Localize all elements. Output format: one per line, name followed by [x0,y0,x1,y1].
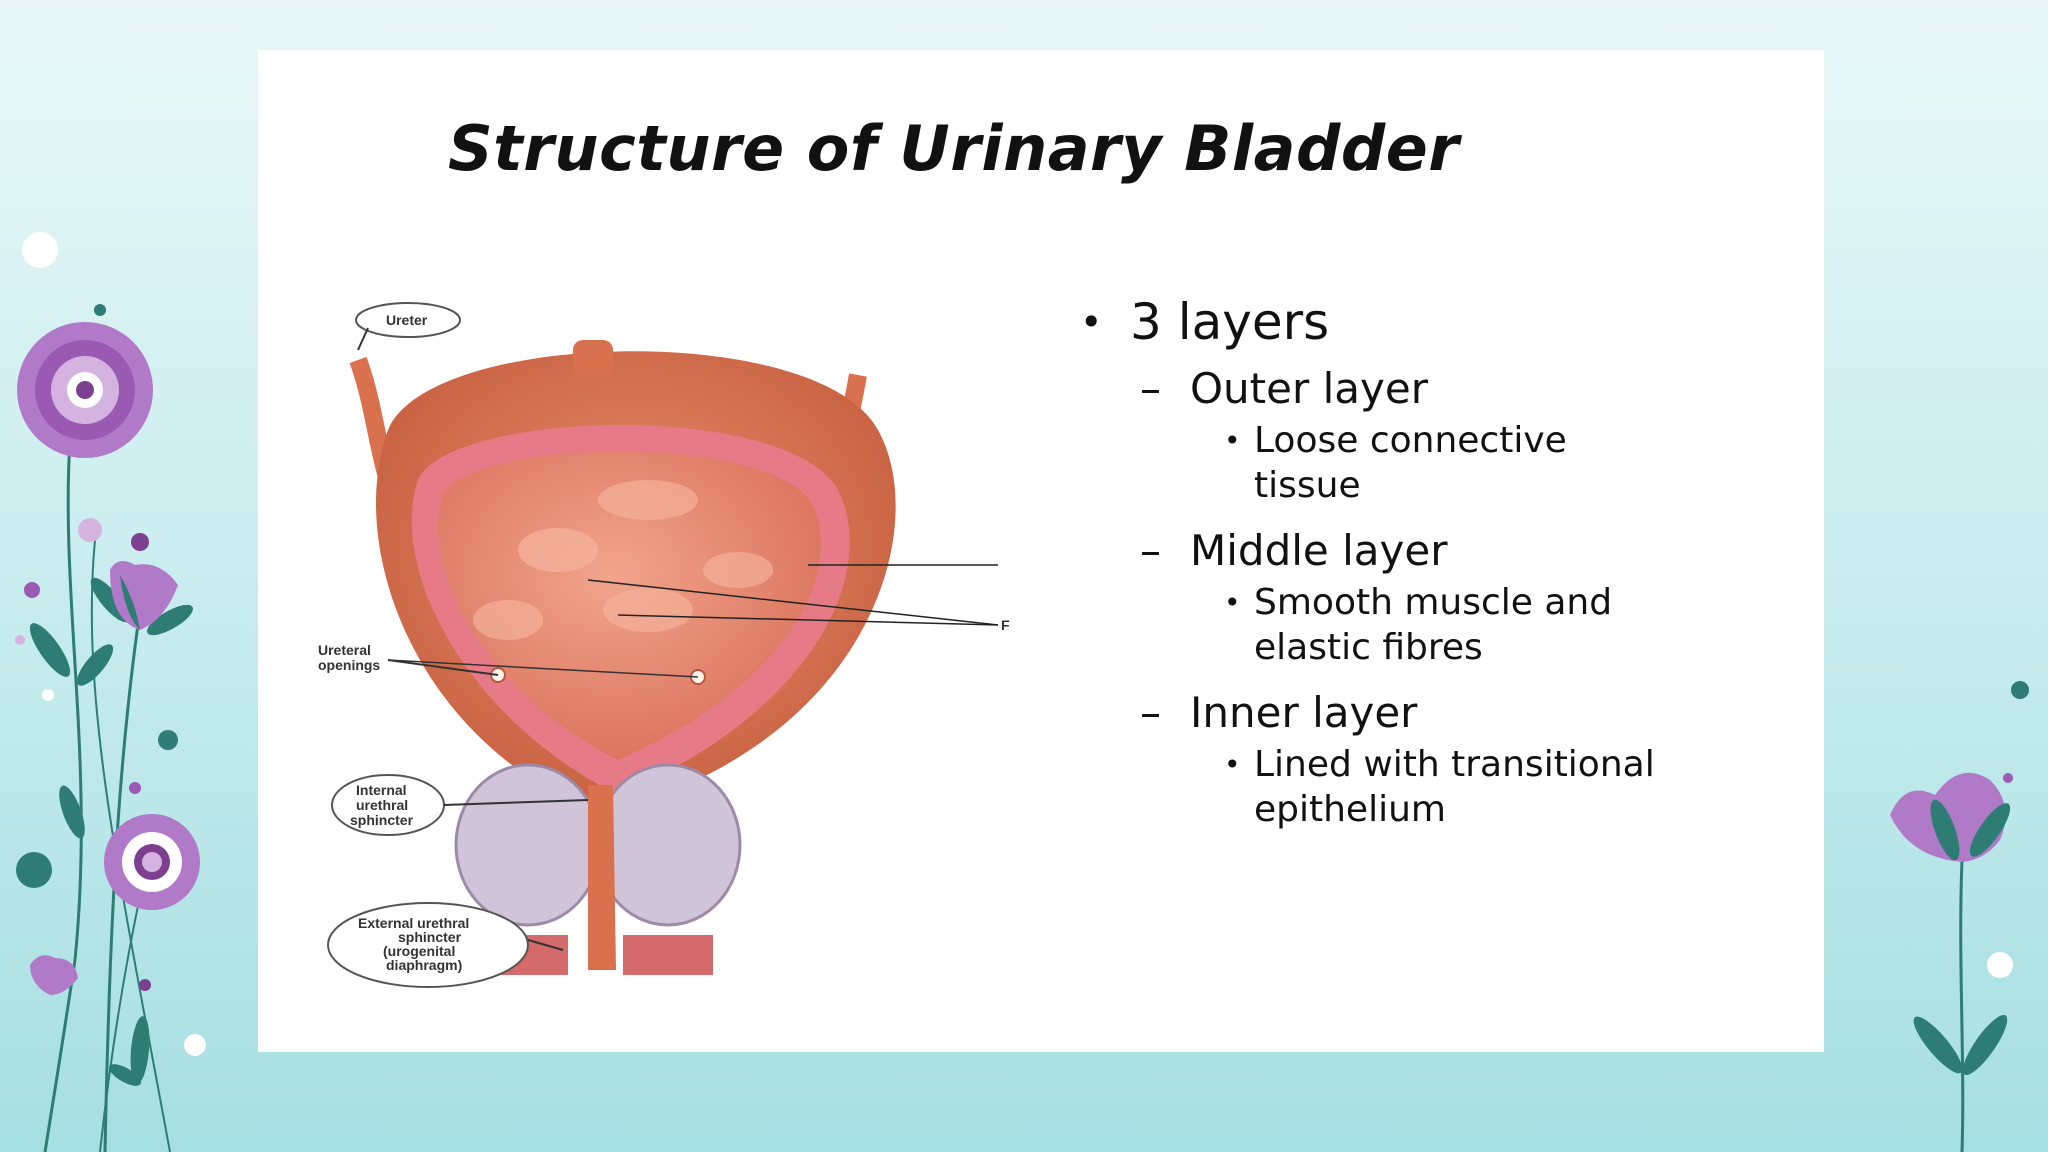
bullet-list: •3 layers –Outer layer •Loose connective… [1068,290,1788,846]
outer-detail-line-2: tissue [1254,465,1361,506]
bladder-illustration: Ureter Ureteral openings Internal urethr… [318,302,1010,988]
outer-detail-line-1: Loose connective [1254,420,1567,461]
middle-detail-line-2: elastic fibres [1254,627,1483,668]
flower-icon [104,814,200,910]
middle-layer-title: Middle layer [1190,526,1448,575]
label-external-2: sphincter [398,929,462,945]
outer-layer-title: Outer layer [1190,364,1428,413]
label-external-4: diaphragm) [386,957,462,973]
label-ureteral-openings-2: openings [318,657,380,673]
label-external-3: (urogenital [383,943,455,959]
slide-panel: Structure of Urinary Bladder [258,50,1824,1052]
label-ureteral-openings-1: Ureteral [318,642,371,658]
inner-detail-line-1: Lined with transitional [1254,744,1655,785]
label-internal-3: sphincter [350,812,414,828]
label-ureter: Ureter [386,312,428,328]
bullet-main: •3 layers [1080,293,1330,351]
inner-detail-line-2: epithelium [1254,789,1446,830]
inner-layer-title: Inner layer [1190,688,1418,737]
label-internal-2: urethral [356,797,408,813]
bullet-middle-layer: –Middle layer [1140,526,1448,575]
label-external-1: External urethral [358,915,469,931]
bullet-outer-layer: –Outer layer [1140,364,1428,413]
label-internal-1: Internal [356,782,407,798]
middle-detail-line-1: Smooth muscle and [1254,582,1613,623]
bullet-main-text: 3 layers [1130,293,1330,351]
bullet-inner-layer: –Inner layer [1140,688,1418,737]
label-f: F [1001,617,1010,633]
slide-title: Structure of Urinary Bladder [448,112,1460,185]
flower-icon [17,322,153,458]
